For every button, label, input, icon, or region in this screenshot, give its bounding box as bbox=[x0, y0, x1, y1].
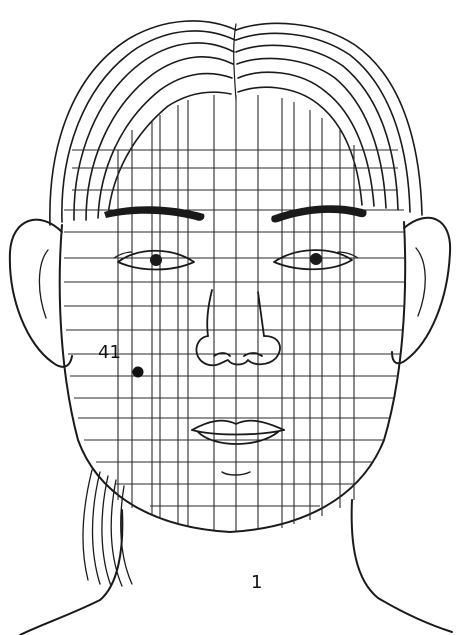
left-eyebrow bbox=[104, 206, 204, 221]
right-ear bbox=[392, 218, 450, 364]
acupoint-number: 41 bbox=[98, 342, 121, 363]
left-ear-inner bbox=[39, 250, 48, 318]
acupoint-dot bbox=[133, 367, 144, 378]
right-eyebrow bbox=[271, 205, 366, 222]
face-outline bbox=[60, 222, 405, 532]
neck-mark: 1 bbox=[251, 572, 262, 593]
right-ear-inner bbox=[416, 248, 425, 316]
ponytail bbox=[83, 470, 132, 586]
left-pupil bbox=[150, 254, 162, 266]
eyebrows bbox=[104, 205, 367, 222]
right-pupil bbox=[310, 253, 322, 265]
acupoint-41: 41 bbox=[98, 342, 144, 378]
measurement-grid bbox=[64, 95, 404, 532]
